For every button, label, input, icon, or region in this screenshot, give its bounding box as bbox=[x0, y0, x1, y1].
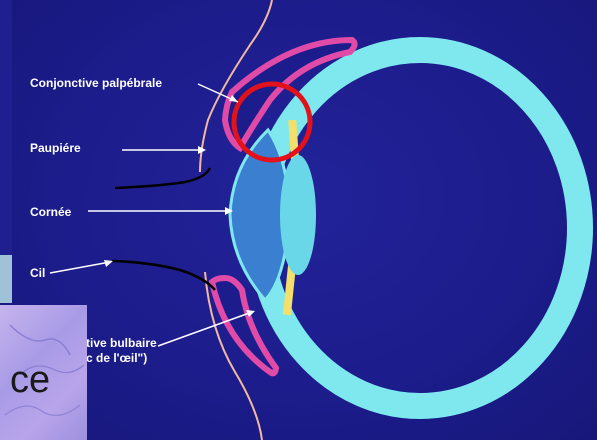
inset-photo-fragment: ce bbox=[0, 305, 87, 440]
pointer-cil bbox=[50, 260, 113, 273]
lower-eyelash bbox=[112, 261, 215, 290]
label-cil: Cil bbox=[30, 266, 45, 280]
label-conjonctive-palpebrale: Conjonctive palpébrale bbox=[30, 76, 162, 90]
label-conjonctive-bulbaire-line1: tive bulbaire bbox=[86, 336, 157, 350]
pointer-paupiere bbox=[122, 146, 206, 154]
label-cornee: Cornée bbox=[30, 205, 71, 219]
label-paupiere: Paupiére bbox=[30, 141, 81, 155]
pointer-cornee bbox=[88, 207, 233, 215]
inset-partial-text: ce bbox=[10, 359, 50, 402]
upper-eyelash bbox=[115, 168, 210, 188]
label-conjonctive-bulbaire-line2: c de l'œil") bbox=[86, 351, 147, 365]
lens bbox=[280, 155, 316, 275]
